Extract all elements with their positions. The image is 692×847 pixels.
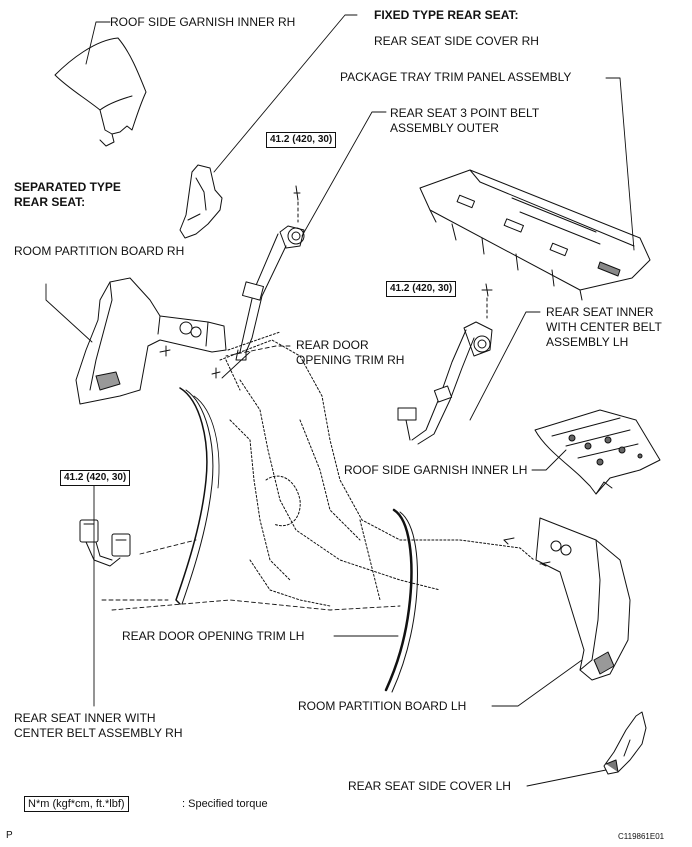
label-roof-side-garnish-inner-lh: ROOF SIDE GARNISH INNER LH <box>344 463 528 477</box>
rear-door-opening-trim-lh-part <box>384 508 418 693</box>
label-rear-door-opening-trim-lh: REAR DOOR OPENING TRIM LH <box>122 629 305 643</box>
label-package-tray-trim-panel-assembly: PACKAGE TRAY TRIM PANEL ASSEMBLY <box>340 70 572 84</box>
rear-seat-inner-rh-part <box>79 519 131 567</box>
label-room-partition-board-rh: ROOM PARTITION BOARD RH <box>14 244 185 258</box>
torque-box-inner-rh: 41.2 (420, 30) <box>60 470 131 486</box>
room-partition-board-rh-part <box>75 277 227 405</box>
car-body-outline <box>175 331 535 607</box>
rear-seat-side-cover-rh-part <box>179 164 223 239</box>
roof-side-garnish-inner-rh-part <box>54 37 147 147</box>
rear-seat-3-point-belt-outer-part <box>235 185 305 361</box>
leader-lines <box>45 14 635 787</box>
legend-specified-torque: : Specified torque <box>182 798 268 810</box>
label-rear-seat-inner-rh-line2: CENTER BELT ASSEMBLY RH <box>14 726 183 740</box>
label-rear-seat-side-cover-rh: REAR SEAT SIDE COVER RH <box>374 34 539 48</box>
room-partition-board-lh-part <box>503 517 631 681</box>
label-rear-seat-3-point-belt-line2: ASSEMBLY OUTER <box>390 121 499 135</box>
label-rear-seat-side-cover-lh: REAR SEAT SIDE COVER LH <box>348 779 511 793</box>
rear-seat-side-cover-lh-part <box>603 711 647 775</box>
package-tray-trim-panel-part <box>419 169 651 301</box>
corner-letter: P <box>6 830 13 841</box>
label-rear-seat-inner-lh-line1: REAR SEAT INNER <box>546 305 654 319</box>
illustration-code: C119861E01 <box>618 832 665 841</box>
fasteners <box>211 367 547 567</box>
rear-seat-inner-lh-part <box>397 283 493 445</box>
label-rear-seat-inner-lh-line3: ASSEMBLY LH <box>546 335 629 349</box>
label-separated-type-line1: SEPARATED TYPE <box>14 180 121 194</box>
label-room-partition-board-lh: ROOM PARTITION BOARD LH <box>298 699 467 713</box>
roof-side-garnish-inner-lh-part <box>534 409 661 495</box>
label-rear-door-opening-trim-rh-line1: REAR DOOR <box>296 338 369 352</box>
legend-torque-unit: N*m (kgf*cm, ft.*lbf) <box>24 796 129 812</box>
label-rear-seat-inner-rh-line1: REAR SEAT INNER WITH <box>14 711 156 725</box>
torque-box-outer-belt: 41.2 (420, 30) <box>266 132 337 148</box>
label-separated-type-line2: REAR SEAT: <box>14 195 86 209</box>
label-roof-side-garnish-inner-rh: ROOF SIDE GARNISH INNER RH <box>110 15 296 29</box>
label-rear-seat-inner-lh-line2: WITH CENTER BELT <box>546 320 662 334</box>
label-rear-seat-3-point-belt-line1: REAR SEAT 3 POINT BELT <box>390 106 540 120</box>
torque-box-inner-lh: 41.2 (420, 30) <box>386 281 457 297</box>
label-fixed-type-rear-seat: FIXED TYPE REAR SEAT: <box>374 8 519 22</box>
label-rear-door-opening-trim-rh-line2: OPENING TRIM RH <box>296 353 405 367</box>
